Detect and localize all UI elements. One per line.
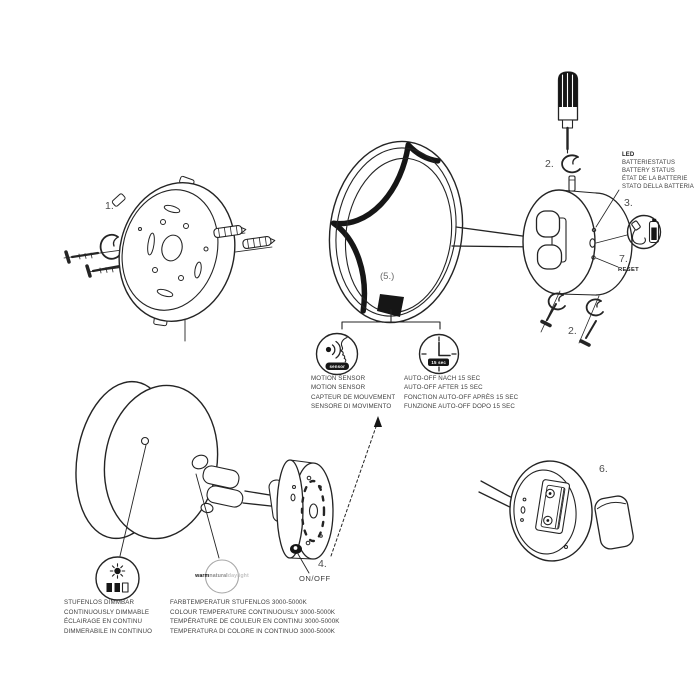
sensor-window — [377, 294, 404, 317]
screw-icon — [64, 250, 100, 264]
motion-sensor-line: CAPTEUR DE MOUVEMENT — [311, 393, 396, 401]
usb-port[interactable] — [290, 493, 296, 502]
screw-icon — [579, 320, 597, 347]
wall-unit-side — [522, 189, 633, 296]
step5-label: (5.) — [380, 271, 395, 282]
battery-pack — [594, 495, 634, 550]
sensor-badge-label: sensor — [329, 364, 345, 369]
battery-compartment-view — [478, 460, 634, 562]
led-title: LED — [622, 152, 635, 158]
color-temperature-line: COLOUR TEMPERATURE CONTINUOUSLY 3000-500… — [170, 608, 336, 616]
motion-sensor-line: SENSORE DI MOVIMENTO — [311, 402, 392, 410]
step4-label: 4. — [318, 558, 327, 570]
motion-sensor-icon: sensor — [315, 332, 359, 376]
battery-led-indicator — [292, 485, 296, 489]
step2-label-top: 2. — [545, 158, 554, 170]
motion-sensor-line: MOTION SENSOR — [311, 375, 366, 382]
usb-plug-glyph — [631, 220, 641, 231]
color-temperature-block: FARBTEMPERATUR STUFENLOS 3000-5000K COLO… — [170, 598, 340, 636]
dimming-icon — [95, 556, 140, 601]
battery-status-block: LED BATTERIESTATUS BATTERY STATUS ÉTAT D… — [622, 151, 694, 191]
step1-label: 1. — [105, 200, 114, 212]
daylight-label: daylight — [227, 573, 249, 579]
spring-clip-icon — [99, 233, 122, 260]
screw-icon — [540, 303, 557, 328]
step7-label: 7. — [619, 253, 628, 265]
battery-status-line: BATTERIESTATUS — [622, 160, 676, 167]
retaining-pin-icon — [568, 175, 576, 192]
adjust-arrow — [330, 416, 382, 557]
wall-anchor-icon — [242, 236, 276, 250]
face-profile — [340, 336, 348, 363]
screw-icon — [85, 264, 122, 278]
auto-off-line: AUTO-OFF AFTER 15 SEC — [404, 384, 483, 392]
mounting-plate — [111, 175, 236, 327]
spring-clip-icon — [547, 292, 566, 311]
arm-clamp — [536, 244, 563, 270]
dimming-line: ÉCLAIRAGE EN CONTINU — [64, 618, 143, 626]
battery-bay — [535, 479, 571, 534]
step1-mounting-diagram — [63, 175, 276, 342]
warm-label: warm — [195, 573, 210, 579]
on-off-label: ON/OFF — [299, 574, 331, 583]
spring-clip-icon — [561, 154, 581, 174]
front-led-dot — [140, 436, 150, 446]
auto-off-block: AUTO-OFF NACH 15 SEC AUTO-OFF AFTER 15 S… — [404, 374, 518, 411]
usb-port[interactable] — [589, 238, 596, 248]
color-temperature-line: TEMPERATURA DI COLORE IN CONTINUO 3000-5… — [170, 627, 336, 635]
auto-off-line: AUTO-OFF NACH 15 SEC — [404, 375, 481, 382]
motion-sensor-line: MOTION SENSOR — [311, 384, 366, 392]
color-temperature-line: FARBTEMPERATUR STUFENLOS 3000-5000K — [170, 599, 307, 606]
step3-label: 3. — [624, 197, 633, 209]
motion-sensor-block: MOTION SENSOR MOTION SENSOR CAPTEUR DE M… — [311, 374, 395, 411]
15sec-badge-label: 15 sec — [431, 360, 446, 365]
battery-status-line: BATTERY STATUS — [622, 168, 675, 175]
natural-label: natural — [209, 573, 228, 579]
color-temperature-line: TEMPÉRATURE DE COULEUR EN CONTINU 3000-5… — [170, 618, 340, 626]
callout-bracket — [341, 309, 441, 330]
step2-label-bottom: 2. — [568, 325, 577, 337]
reset-button[interactable] — [591, 255, 596, 260]
auto-off-line: FONCTION AUTO-OFF APRÈS 15 SEC — [404, 393, 519, 401]
dimming-line: CONTINUOUSLY DIMMABLE — [64, 608, 150, 616]
ball-joint — [191, 454, 244, 514]
dimming-line: STUFENLOS DIMMBAR — [64, 599, 135, 606]
battery-status-line: STATO DELLA BATTERIA — [622, 184, 694, 191]
battery-status-line: ÉTAT DE LA BATTERIE — [622, 176, 688, 183]
wall-anchor-icon — [213, 225, 247, 239]
auto-off-line: FUNZIONE AUTO-OFF DOPO 15 SEC — [404, 402, 515, 410]
battery-led-indicator — [591, 227, 597, 233]
step2-springs-screws — [540, 290, 604, 347]
screwdriver-icon — [557, 71, 579, 154]
color-temperature-ring — [204, 559, 240, 594]
color-temperature-badge: warmnaturaldaylight — [190, 573, 254, 579]
step6-label: 6. — [599, 463, 608, 475]
spring-clip-icon — [585, 298, 604, 317]
usb-charging-icon — [626, 214, 662, 250]
dimming-block: STUFENLOS DIMMBAR CONTINUOUSLY DIMMABLE … — [64, 598, 152, 636]
reset-label: RESET — [618, 267, 640, 273]
dimming-line: DIMMERABILE IN CONTINUO — [64, 627, 153, 635]
assembled-mirror — [75, 380, 382, 574]
auto-off-clock-icon: 15 sec — [418, 333, 460, 375]
wall-plate-face — [276, 459, 334, 560]
arm-clamp — [535, 210, 561, 238]
mirror-ring — [328, 140, 464, 324]
